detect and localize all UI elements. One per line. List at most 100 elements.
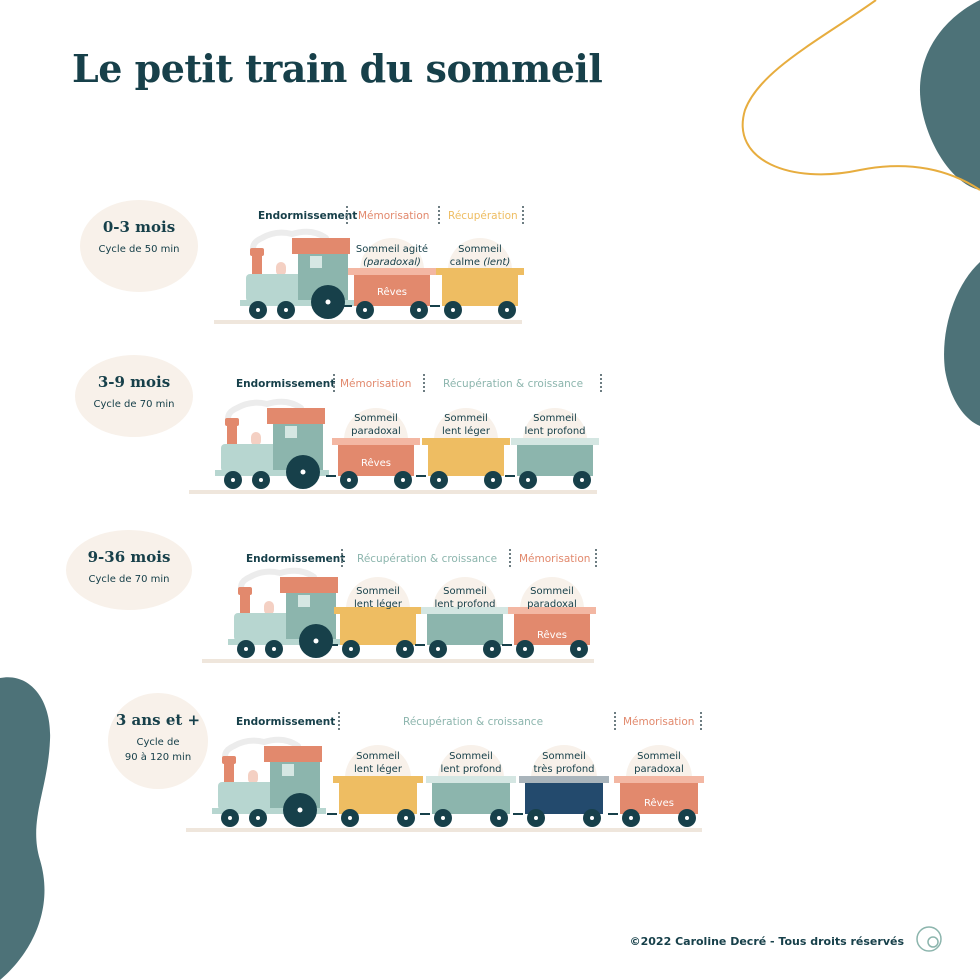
wagon-label: Sommeil lent profond bbox=[515, 412, 595, 438]
phase-separator bbox=[423, 374, 425, 392]
wagon bbox=[420, 745, 516, 827]
cycle-duration: Cycle de 70 min bbox=[66, 572, 192, 587]
age-range: 0-3 mois bbox=[102, 218, 176, 236]
wagon bbox=[416, 408, 510, 489]
wagon-label: Sommeil lent léger bbox=[338, 585, 418, 611]
wagon-label-line2: paradoxal bbox=[512, 598, 592, 611]
wagon-label-text: paradoxal bbox=[527, 599, 577, 610]
phase-separator bbox=[600, 374, 602, 392]
reves-label: Rêves bbox=[537, 630, 567, 641]
cycle-line: 90 à 120 min bbox=[124, 752, 192, 763]
phase-separator bbox=[338, 712, 340, 730]
reves-label: Rêves bbox=[377, 287, 407, 298]
locomotive bbox=[228, 567, 342, 658]
wagon-label-line2: lent profond bbox=[425, 598, 505, 611]
wagon-label-line2: calme (lent) bbox=[440, 256, 520, 269]
age-range: 9-36 mois bbox=[87, 548, 171, 566]
logo-icon bbox=[916, 926, 942, 952]
wagon-label: Sommeil agité (paradoxal) bbox=[352, 243, 432, 269]
wagon-label-text: calme bbox=[449, 257, 484, 268]
wagon-label-line2: lent profond bbox=[515, 425, 595, 438]
wagon-label-line2: lent profond bbox=[430, 763, 512, 776]
locomotive bbox=[212, 736, 326, 827]
cycle-line: Cycle de bbox=[136, 737, 180, 748]
wagon-label-line2: paradoxal bbox=[336, 425, 416, 438]
wagon-label-line1: Sommeil bbox=[542, 751, 586, 762]
wagon-label-line2: (paradoxal) bbox=[352, 256, 432, 269]
phase-label: Récupération & croissance bbox=[443, 378, 584, 390]
wagon-label-text: lent léger bbox=[354, 764, 402, 775]
wagon-label-line2: lent léger bbox=[338, 598, 418, 611]
train bbox=[202, 567, 596, 663]
phase-separator bbox=[341, 549, 343, 567]
cycle-duration: Cycle de 70 min bbox=[75, 397, 193, 412]
locomotive bbox=[240, 228, 354, 319]
wagon-label-line1: Sommeil bbox=[530, 586, 574, 597]
wagon-label-text: lent léger bbox=[354, 599, 402, 610]
train bbox=[214, 228, 524, 324]
cycle-line: Cycle de 70 min bbox=[88, 574, 170, 585]
phase-label: Récupération bbox=[448, 210, 518, 222]
wagon-label-text: lent profond bbox=[434, 599, 496, 610]
gold-curve bbox=[741, 0, 980, 191]
phase-label: Endormissement bbox=[236, 716, 336, 728]
phase-separator bbox=[522, 206, 524, 224]
train bbox=[186, 736, 704, 832]
wagon-label-text: (paradoxal) bbox=[363, 257, 421, 268]
wagon-label-line2: lent léger bbox=[426, 425, 506, 438]
age-range: 3-9 mois bbox=[97, 373, 171, 391]
cycle-duration: Cycle de 50 min bbox=[80, 242, 198, 257]
wagon-label-line1: Sommeil bbox=[458, 244, 502, 255]
wagon-label-text: très profond bbox=[533, 764, 595, 775]
wagon-label-line1: Sommeil bbox=[354, 413, 398, 424]
age-range: 3 ans et + bbox=[115, 711, 201, 729]
phase-label: Mémorisation bbox=[623, 716, 695, 728]
phase-separator bbox=[700, 712, 702, 730]
wagon-label-line1: Sommeil bbox=[356, 751, 400, 762]
wagon-label-italic: (lent) bbox=[483, 257, 511, 268]
train bbox=[189, 398, 599, 494]
wagon-label-line1: Sommeil agité bbox=[355, 244, 429, 255]
phase-label: Récupération & croissance bbox=[357, 553, 498, 565]
copyright-footer: ©2022 Caroline Decré - Tous droits réser… bbox=[629, 935, 904, 948]
wagon bbox=[415, 577, 509, 658]
phase-label: Mémorisation bbox=[519, 553, 591, 565]
wagon bbox=[342, 238, 436, 319]
reves-label: Rêves bbox=[361, 458, 391, 469]
phase-label: Mémorisation bbox=[358, 210, 430, 222]
locomotive bbox=[215, 398, 329, 489]
wagon bbox=[327, 745, 423, 827]
wagon bbox=[502, 577, 596, 658]
wagon-label-line2: très profond bbox=[523, 763, 605, 776]
phase-label: Mémorisation bbox=[340, 378, 412, 390]
wagon bbox=[513, 745, 609, 827]
wagon-label-line1: Sommeil bbox=[533, 413, 577, 424]
reves-label: Rêves bbox=[644, 798, 674, 809]
wagon bbox=[505, 408, 599, 489]
cycle-line: Cycle de 50 min bbox=[98, 244, 180, 255]
phase-separator bbox=[509, 549, 511, 567]
wagon-label-text: paradoxal bbox=[351, 426, 401, 437]
bottom-left-blob bbox=[0, 677, 51, 980]
wagon-label-text: lent profond bbox=[524, 426, 586, 437]
right-blob bbox=[944, 262, 980, 426]
top-right-blob bbox=[919, 0, 980, 190]
cycle-duration: Cycle de 90 à 120 min bbox=[108, 735, 208, 765]
wagon bbox=[608, 745, 704, 827]
wagon-label-text: lent léger bbox=[442, 426, 490, 437]
wagon-label-text: paradoxal bbox=[634, 764, 684, 775]
wagon-label: Sommeil lent léger bbox=[337, 750, 419, 776]
wagon-label-line1: Sommeil bbox=[449, 751, 493, 762]
wagon-label-line2: lent léger bbox=[337, 763, 419, 776]
phase-separator bbox=[614, 712, 616, 730]
wagon-label-line1: Sommeil bbox=[356, 586, 400, 597]
phase-separator bbox=[333, 374, 335, 392]
wagon-label: Sommeil très profond bbox=[523, 750, 605, 776]
